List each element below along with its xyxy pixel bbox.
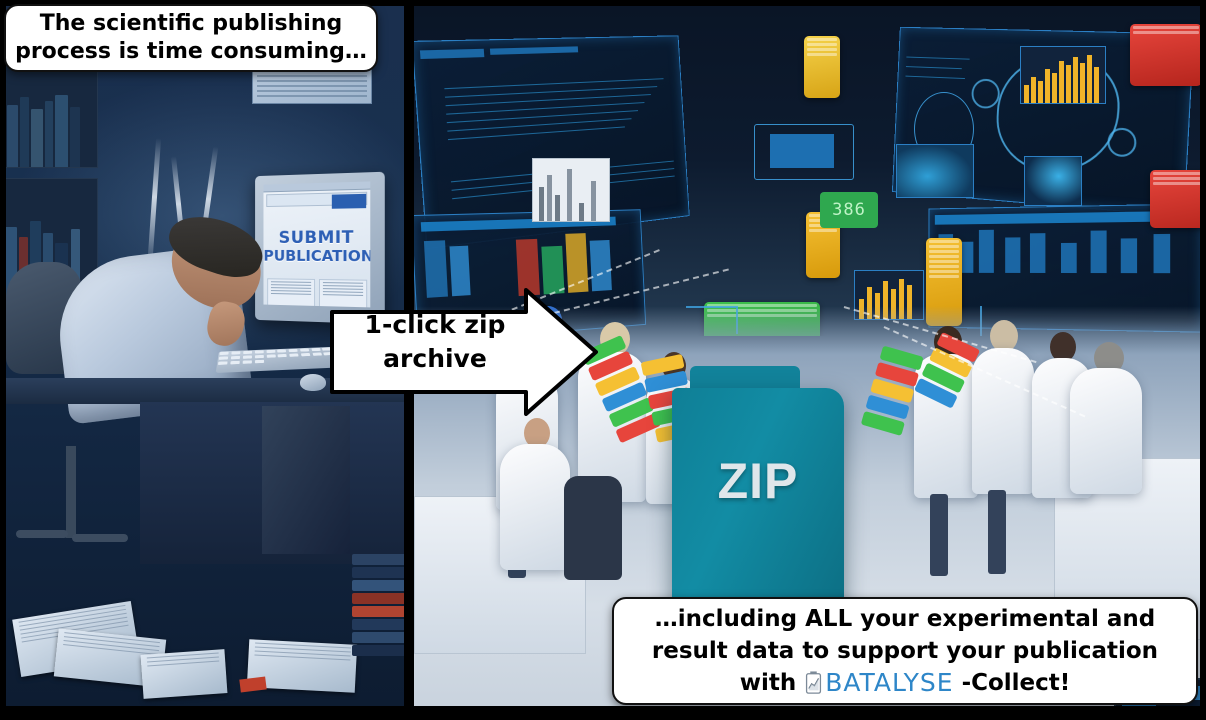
desktop-tower (262, 406, 350, 554)
caption-bottom-line-1: …including ALL your experimental and (654, 605, 1156, 632)
floor-paper-3 (140, 649, 228, 699)
scientist-legs-5 (988, 490, 1006, 574)
submit-line-2: PUBLICATION (263, 246, 371, 266)
scientist-head-6 (1050, 332, 1076, 362)
digital-readout-display: 386 (820, 192, 878, 228)
mini-microscopy-image-1 (896, 144, 974, 198)
arrow-caption: 1-click zip archive (346, 308, 524, 376)
window-titlebar (263, 181, 371, 193)
caption-top-line-1: The scientific publishing (39, 11, 343, 36)
scientist-legs-4 (930, 494, 948, 576)
lab-chair (564, 476, 622, 580)
chair-caster-left (16, 530, 68, 538)
caption-bottom-line-3: with BATALYSE -Collect! (624, 667, 1186, 700)
steam-wisp-1 (147, 137, 162, 257)
scientist-5 (972, 348, 1034, 494)
document-stack (352, 554, 404, 676)
caption-bottom-suffix: -Collect! (961, 669, 1071, 696)
submit-line-1: SUBMIT (278, 227, 354, 248)
wire-module-icon-1 (754, 124, 854, 180)
mouse (300, 374, 326, 391)
screen-doc-block-left (267, 278, 316, 307)
scientist-head-8 (524, 418, 550, 448)
holographic-data-field: 386 (414, 6, 1200, 336)
scientist-head-5 (990, 320, 1018, 352)
office-chair-stem (66, 446, 76, 538)
digital-readout-value: 386 (832, 200, 866, 220)
mini-area-chart-yellow-1 (1020, 46, 1106, 104)
caption-top-line-2: process is time consuming… (15, 39, 367, 64)
batalyse-logo: BATALYSE (804, 667, 953, 699)
caption-top-box: The scientific publishing process is tim… (4, 4, 378, 72)
arrow-caption-line-2: archive (383, 344, 487, 373)
caption-bottom-box: …including ALL your experimental and res… (612, 597, 1198, 705)
mini-microscopy-image-2 (1024, 156, 1082, 206)
scientist-7-seated (1070, 368, 1142, 494)
battery-icon-red-top (1130, 24, 1200, 86)
battery-icon-yellow-top (804, 36, 840, 98)
scientist-8-seated (500, 444, 570, 570)
zip-label: ZIP (717, 453, 799, 509)
battery-chart-icon (806, 671, 822, 695)
floor-red-slip (239, 676, 267, 693)
submit-publication-headline: SUBMIT PUBLICATION (263, 227, 371, 266)
zip-archive-folder[interactable]: ZIP (672, 366, 844, 632)
transition-arrow: 1-click zip archive (330, 288, 598, 416)
battery-icon-red-right (1150, 170, 1200, 228)
caption-bottom-prefix: with (739, 669, 797, 696)
caption-bottom-line-2: result data to support your publication (651, 637, 1159, 664)
arrow-caption-line-1: 1-click zip (364, 310, 506, 339)
mini-bar-chart-white (532, 158, 610, 222)
zip-folder-body (672, 388, 844, 632)
arrow-shape (330, 288, 598, 416)
chair-caster-right (72, 534, 128, 542)
screen-blue-panel (331, 193, 367, 209)
batalyse-wordmark: BATALYSE (825, 668, 954, 698)
wire-module-core-1 (770, 134, 834, 168)
